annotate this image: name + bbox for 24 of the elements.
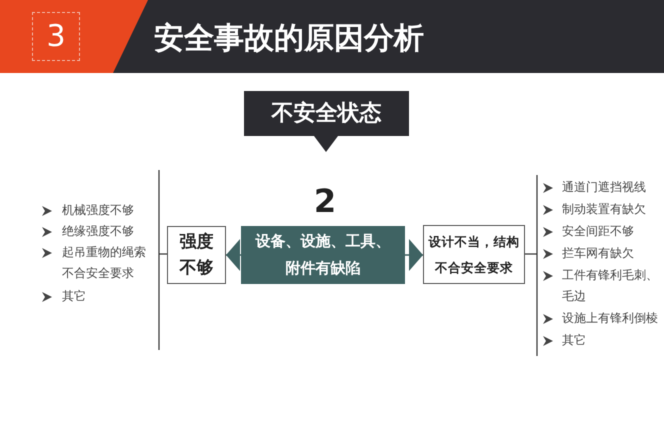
callout-box bbox=[244, 91, 409, 153]
process-box bbox=[241, 226, 405, 284]
cause-box bbox=[423, 225, 525, 284]
node-text: 强度不够 bbox=[178, 231, 214, 280]
node-text: 设备、设施、工具、附件有缺陷 bbox=[254, 231, 392, 279]
step-number: 2 bbox=[312, 183, 338, 219]
list-item: 工件有锋利毛刺、毛边 bbox=[562, 267, 659, 305]
list-item: 其它 bbox=[62, 288, 87, 305]
list-item: 机械强度不够 bbox=[62, 202, 135, 219]
list-item: 绝缘强度不够 bbox=[62, 223, 135, 240]
list-item: 制动装置有缺欠 bbox=[562, 201, 647, 218]
list-item: 其它 bbox=[562, 332, 587, 349]
list-item: 起吊重物的绳索不合安全要求 bbox=[62, 244, 147, 282]
list-item: 拦车网有缺欠 bbox=[562, 245, 635, 262]
slide-title: 安全事故的原因分析 bbox=[154, 20, 424, 58]
section-number: 3 bbox=[32, 12, 80, 61]
list-item: 通道门遮挡视线 bbox=[562, 179, 647, 196]
list-item: 安全间距不够 bbox=[562, 223, 635, 240]
node-text: 不安全状态 bbox=[272, 100, 382, 128]
list-item: 设施上有锋利倒棱 bbox=[562, 310, 659, 327]
arrow bbox=[405, 239, 423, 271]
node-text: 设计不当，结构不合安全要求 bbox=[427, 232, 520, 276]
arrow bbox=[226, 239, 241, 271]
cause-box bbox=[167, 226, 226, 284]
